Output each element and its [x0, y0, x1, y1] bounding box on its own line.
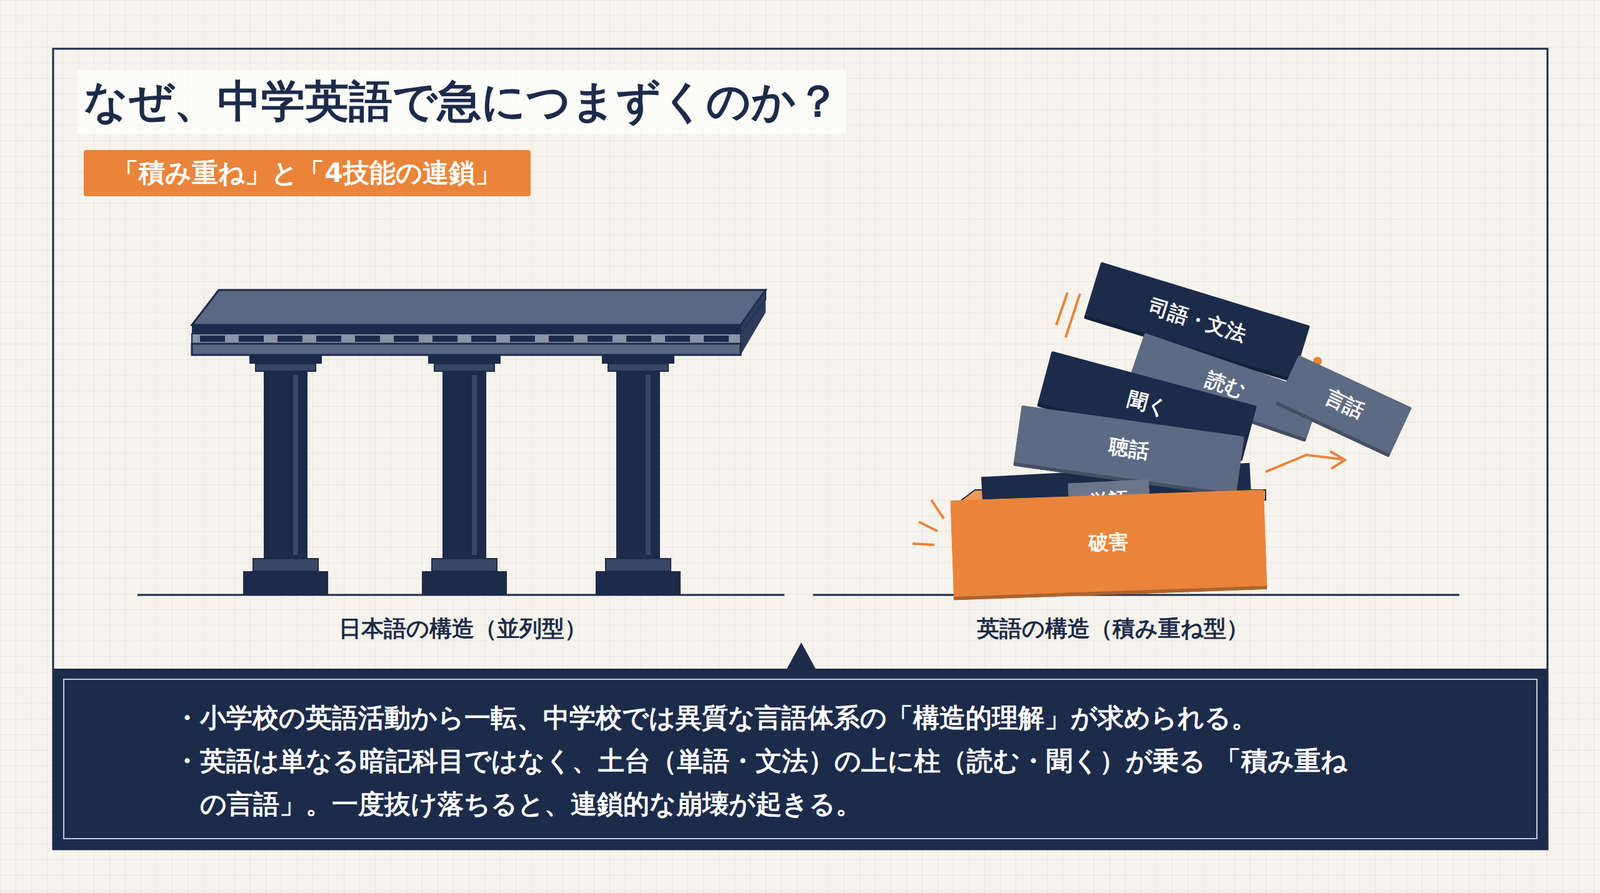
ground-line: [813, 594, 1460, 597]
caption-label: 日本語の構造（並列型）: [338, 613, 587, 645]
pillar-capital: [249, 355, 322, 364]
pillar-highlight: [293, 375, 299, 555]
pillar-base: [595, 571, 681, 595]
parallel-structure: [137, 290, 785, 595]
tag-box: 「積み重ね」と「4技能の連鎖」: [83, 150, 531, 197]
node-text: 「積み重ね」と「4技能の連鎖」: [112, 155, 501, 191]
motion-mark: [1056, 292, 1068, 325]
frame: [53, 48, 1548, 850]
node-text: ・英語は単なる暗記科目ではなく、土台（単語・文法）の上に柱（読む・聞く）が乗る …: [173, 739, 1357, 826]
pillar-capital: [428, 355, 501, 364]
pillar-base: [431, 558, 497, 572]
beam-block: [510, 335, 535, 342]
beam-block: [665, 335, 690, 342]
impact-mark: [912, 543, 935, 545]
slab-top: [191, 290, 766, 325]
pillar-shaft: [263, 371, 308, 559]
beam-block: [200, 335, 225, 342]
beam-block: [277, 335, 303, 342]
beam-block: [238, 335, 264, 342]
beam-block: [703, 335, 729, 342]
summary-panel: ・小学校の英語活動から一転、中学校では異質な言語体系の「構造的理解」が求められる…: [53, 668, 1548, 850]
beam-block: [548, 335, 574, 342]
pillar-capital: [255, 363, 316, 372]
base-block: 破害: [950, 489, 1267, 600]
node-text: 言話: [1320, 383, 1369, 426]
pillar-highlight: [471, 375, 477, 555]
pillar-capital: [608, 363, 669, 372]
pillar-capital: [601, 355, 675, 364]
beam-block: [316, 335, 342, 342]
fall-arrowhead: [1330, 451, 1345, 469]
node-text: ・小学校の英語活動から一転、中学校では異質な言語体系の「構造的理解」が求められる…: [173, 696, 1357, 740]
beam-block: [626, 335, 652, 342]
lower-slab: [191, 343, 741, 355]
beam-block: [587, 335, 613, 342]
node-text: 聞く: [1124, 385, 1171, 423]
fall-arrow: [1265, 455, 1343, 472]
motion-mark: [1065, 293, 1080, 338]
impact-mark: [918, 521, 938, 532]
pillar-base: [253, 558, 319, 572]
beam-block: [471, 335, 497, 342]
pillar-capital: [434, 363, 495, 372]
beam-block: [432, 335, 458, 342]
beam: [191, 333, 741, 344]
pillar-base: [605, 558, 671, 572]
pillar-shaft: [616, 371, 660, 559]
pillar-shaft: [442, 371, 487, 559]
pillar-highlight: [645, 375, 651, 555]
impact-mark: [931, 500, 944, 519]
title: なぜ、中学英語で急につまずくのか？: [77, 70, 847, 134]
caption-label: 英語の構造（積み重ね型）: [976, 613, 1249, 645]
node-text: 破害: [1088, 528, 1129, 558]
slab-edge: [191, 325, 741, 334]
beam-block: [355, 335, 380, 342]
pillar-base: [421, 571, 507, 595]
lower-slab-side: [740, 300, 766, 355]
node-text: 聴話: [1107, 433, 1152, 466]
pillar-base: [243, 571, 329, 595]
panel-pointer: [786, 642, 817, 670]
beam-block: [393, 335, 419, 342]
